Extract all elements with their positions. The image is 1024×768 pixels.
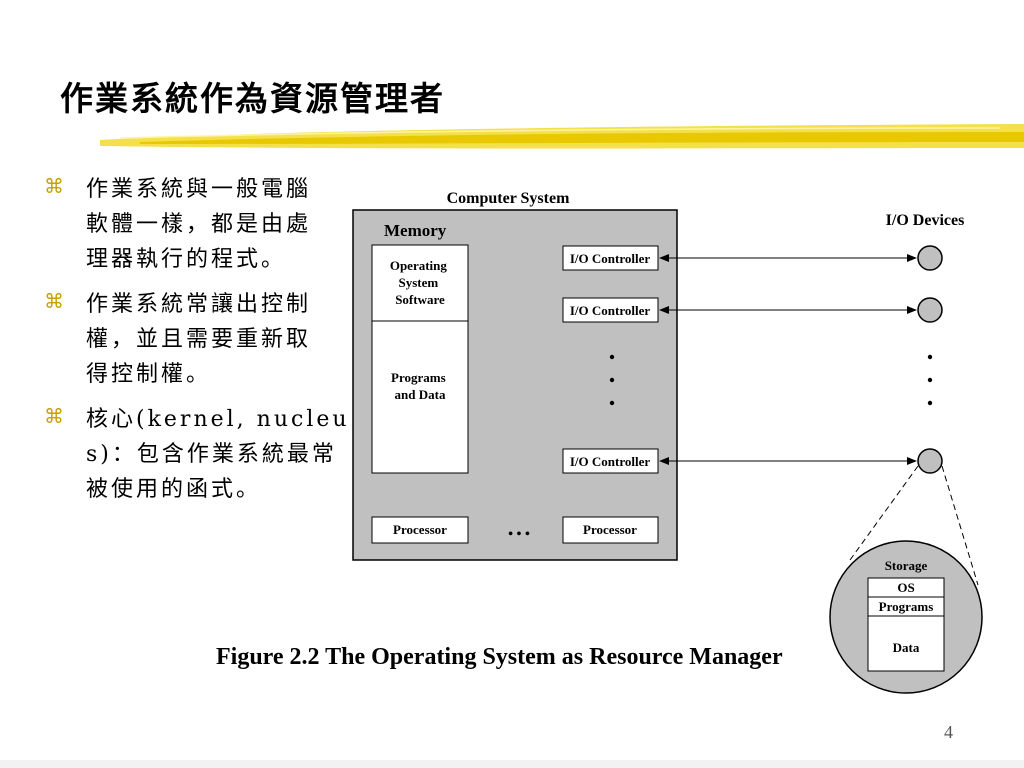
bullet-item: ⌘ 核心(kernel, nucleus)：包含作業系統最常被使用的函式。 xyxy=(44,402,354,507)
io-controller-box xyxy=(562,297,659,323)
bullet-list: ⌘ 作業系統與一般電腦軟體一樣，都是由處理器執行的程式。 ⌘ 作業系統常讓出控制… xyxy=(44,172,354,517)
slide-title: 作業系統作為資源管理者 xyxy=(60,79,445,118)
bullet-text: 核心(kernel, nucleus)：包含作業系統最常被使用的函式。 xyxy=(86,407,350,502)
computer-system-box xyxy=(352,209,678,561)
memory-block xyxy=(371,244,469,474)
controller-ellipsis xyxy=(609,354,615,406)
storage-stack xyxy=(867,577,945,672)
io-controller-label: I/O Controller xyxy=(570,251,651,266)
io-controller-box xyxy=(562,448,659,474)
command-key-icon: ⌘ xyxy=(44,174,64,198)
processor-box xyxy=(562,516,659,544)
figure-caption: Figure 2.2 The Operating System as Resou… xyxy=(216,644,783,670)
processor-label: Processor xyxy=(583,522,637,537)
command-key-icon: ⌘ xyxy=(44,289,64,313)
io-controller-label: I/O Controller xyxy=(570,303,651,318)
storage-programs-label: Programs xyxy=(879,599,934,614)
processor-label: Processor xyxy=(393,522,447,537)
io-devices-label: I/O Devices xyxy=(886,212,965,229)
command-key-icon: ⌘ xyxy=(44,404,64,428)
io-controller-label: I/O Controller xyxy=(570,454,651,469)
storage-label: Storage xyxy=(885,558,928,573)
io-device-icon xyxy=(917,297,943,323)
bullet-text: 作業系統與一般電腦軟體一樣，都是由處理器執行的程式。 xyxy=(86,177,312,272)
title-underline-swoosh xyxy=(100,124,1024,149)
io-controller-box xyxy=(562,245,659,271)
memory-label: Memory xyxy=(384,221,447,240)
storage-os-label: OS xyxy=(897,580,914,595)
bullet-item: ⌘ 作業系統常讓出控制權，並且需要重新取得控制權。 xyxy=(44,287,354,392)
processor-ellipsis: • • • xyxy=(508,527,530,542)
io-device-icon xyxy=(917,448,943,474)
page-number: 4 xyxy=(944,722,953,742)
bullet-text: 作業系統常讓出控制權，並且需要重新取得控制權。 xyxy=(86,292,312,387)
footer-divider xyxy=(0,760,1024,768)
processor-box xyxy=(371,516,469,544)
storage-data-label: Data xyxy=(893,640,920,655)
os-software-label: Operating System Software xyxy=(390,258,450,307)
storage-magnified-icon xyxy=(829,540,983,694)
bullet-item: ⌘ 作業系統與一般電腦軟體一樣，都是由處理器執行的程式。 xyxy=(44,172,354,277)
io-device-icon xyxy=(917,245,943,271)
device-ellipsis xyxy=(927,354,933,406)
programs-data-label: Programs and Data xyxy=(391,370,449,402)
computer-system-label: Computer System xyxy=(447,190,570,207)
